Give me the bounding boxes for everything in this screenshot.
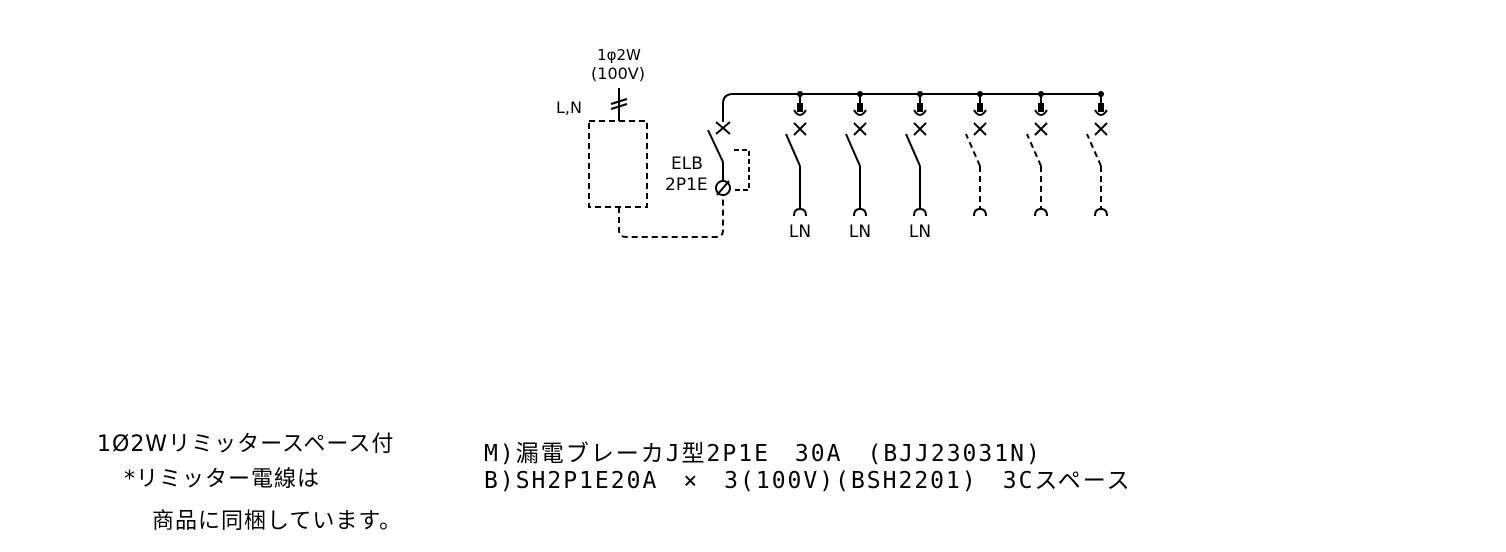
branch-label: LN xyxy=(849,222,871,242)
branch-switch-blade xyxy=(905,133,921,167)
branch-terminal xyxy=(797,103,803,112)
branch-outlet-symbol xyxy=(913,207,927,217)
limiter-space-box xyxy=(588,120,648,208)
branch-contact-mark xyxy=(913,122,927,136)
branch-circuit-5 xyxy=(1026,91,1048,217)
branch-terminal-cup xyxy=(973,109,987,116)
supply-conductors-label: L,N xyxy=(556,98,582,117)
branch-terminal-cup xyxy=(853,109,867,116)
branch-circuit-2: LN xyxy=(845,91,871,242)
cable-tick-1 xyxy=(610,98,628,105)
branch-outlet-symbol xyxy=(793,207,807,217)
branch-switch-blade xyxy=(845,133,861,167)
supply-voltage-label: (100V) xyxy=(591,64,645,83)
branch-switch-blade xyxy=(1086,133,1102,167)
elb-leak-box xyxy=(733,149,750,191)
branch-terminal-cup xyxy=(1034,109,1048,116)
branch-circuit-4 xyxy=(965,91,987,217)
spec-branch-breakers: B)SH2P1E20A × 3(100V)(BSH2201) 3Cスペース xyxy=(484,468,1132,494)
branch-switch-blade xyxy=(1026,133,1042,167)
branch-terminal-cup xyxy=(913,109,927,116)
limiter-link-line xyxy=(618,199,724,238)
note-line-2: *リミッター電線は xyxy=(124,467,321,492)
branch-terminal xyxy=(977,103,983,112)
note-line-3: 商品に同梱しています。 xyxy=(152,509,403,534)
branch-terminal-cup xyxy=(793,109,807,116)
cable-tick-2 xyxy=(610,103,628,110)
branch-outlet-symbol xyxy=(853,207,867,217)
branch-switch-blade xyxy=(785,133,801,167)
branch-contact-mark xyxy=(973,122,987,136)
branch-contact-mark xyxy=(793,122,807,136)
branch-terminal-cup xyxy=(1094,109,1108,116)
branch-circuit-1: LN xyxy=(785,91,811,242)
branch-terminal xyxy=(1098,103,1104,112)
branch-terminal xyxy=(917,103,923,112)
branch-outlet-symbol xyxy=(973,207,987,217)
elb-contact-mark xyxy=(715,121,731,135)
branch-label: LN xyxy=(909,222,931,242)
branch-outlet-symbol xyxy=(1094,207,1108,217)
branch-outlet-symbol xyxy=(1034,207,1048,217)
branch-contact-mark xyxy=(853,122,867,136)
note-line-1: 1Ø2Wリミッタースペース付 xyxy=(97,432,395,457)
branch-label: LN xyxy=(789,222,811,242)
branch-circuit-6 xyxy=(1086,91,1108,217)
branch-contact-mark xyxy=(1094,122,1108,136)
elb-blade xyxy=(707,129,724,163)
elb-leak-ring xyxy=(715,180,731,196)
branch-switch-blade xyxy=(965,133,981,167)
elb-poles-label: 2P1E xyxy=(665,175,708,195)
branch-terminal xyxy=(1038,103,1044,112)
branch-circuit-3: LN xyxy=(905,91,931,242)
elb-upper-line xyxy=(722,93,1101,122)
branch-group: LN LN LN xyxy=(785,91,1108,242)
branch-contact-mark xyxy=(1034,122,1048,136)
elb-name-label: ELB xyxy=(671,154,703,174)
spec-main-breaker: M)漏電ブレーカJ型2P1E 30A (BJJ23031N) xyxy=(484,441,1042,467)
supply-phase-label: 1φ2W xyxy=(597,46,641,64)
branch-terminal xyxy=(857,103,863,112)
